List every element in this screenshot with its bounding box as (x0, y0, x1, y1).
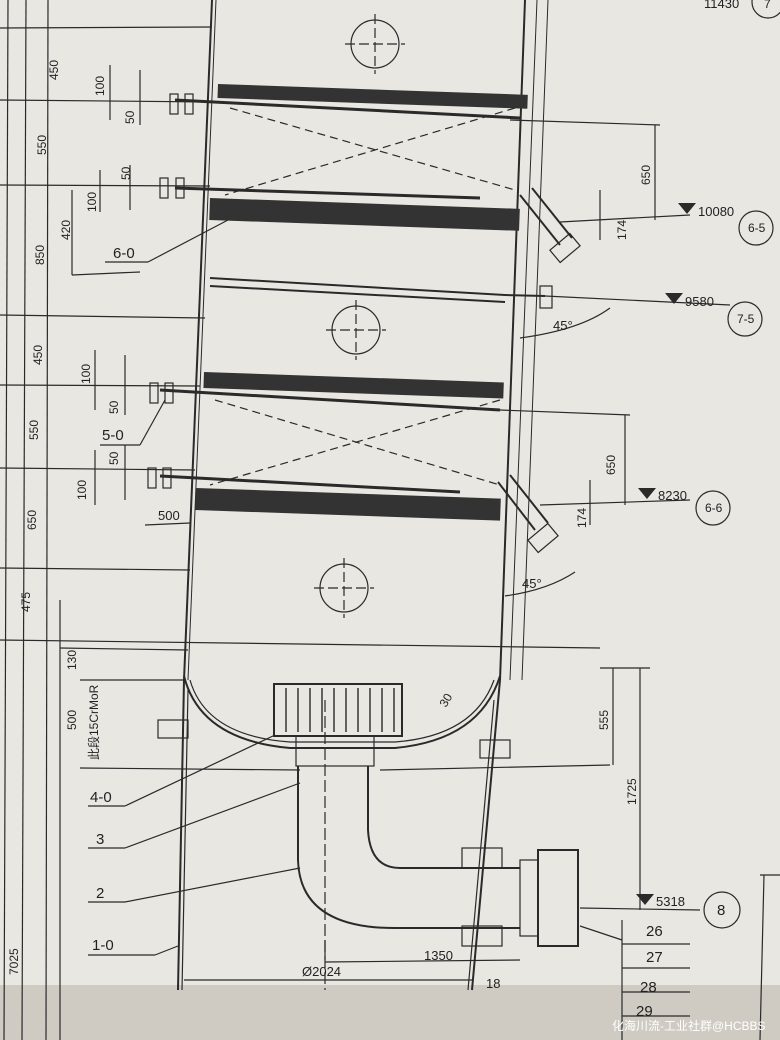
right-dim-555: 555 (597, 710, 611, 730)
paper-bottom-shadow (0, 985, 780, 1040)
left-dim-130: 130 (65, 650, 79, 670)
nozzle-dim-50-bottom: 50 (107, 451, 121, 465)
elev-marker-5318 (636, 894, 654, 905)
elevation-markers (636, 203, 696, 905)
nozzle-dim-50-mid: 50 (119, 166, 133, 180)
dim-1350: 1350 (424, 948, 453, 963)
nozzle-dim-100-lower: 100 (79, 364, 93, 384)
part-label-4-0: 4-0 (90, 789, 112, 806)
left-dim-650: 650 (25, 510, 39, 530)
diameter-dim: Ø2024 (302, 964, 341, 979)
left-dim-450a: 450 (47, 60, 61, 80)
left-dim-450b: 450 (31, 345, 45, 365)
left-dim-7025: 7025 (7, 948, 21, 975)
table-row-29: 29 (636, 1003, 653, 1020)
tag-6-6: 6-6 (705, 501, 723, 515)
elev-marker-8230 (638, 488, 656, 499)
elevation-top: 11430 (704, 0, 739, 11)
table-row-26: 26 (646, 923, 663, 940)
material-note: 此段15CrMoR (86, 684, 101, 760)
nozzle-dim-100-bottom: 100 (75, 480, 89, 500)
tag-7-5: 7-5 (737, 312, 755, 326)
angle-30: 30 (436, 691, 455, 710)
tag-8: 8 (717, 902, 725, 919)
left-dim-850: 850 (33, 245, 47, 265)
part-label-3: 3 (96, 831, 104, 848)
table-row-28: 28 (640, 979, 657, 996)
elevation-9580: 9580 (685, 294, 714, 309)
nozzle-dim-100-mid: 100 (85, 192, 99, 212)
elevation-10080: 10080 (698, 204, 734, 219)
elev-marker-10080 (678, 203, 696, 214)
angle-45-lower: 45° (522, 576, 542, 591)
right-dim-174-upper: 174 (615, 220, 629, 240)
part-label-1-0: 1-0 (92, 937, 114, 954)
nozzle-dim-500: 500 (158, 508, 180, 523)
nozzle-dim-100-upper: 100 (93, 76, 107, 96)
nozzle-dim-420: 420 (59, 220, 73, 240)
part-label-2: 2 (96, 885, 104, 902)
packing-beds (195, 84, 528, 521)
elevation-8230: 8230 (658, 488, 687, 503)
right-dim-1725: 1725 (625, 778, 639, 805)
nozzle-dim-50-lower: 50 (107, 400, 121, 414)
table-row-27: 27 (646, 949, 663, 966)
right-dim-650-lower: 650 (604, 455, 618, 475)
left-dim-550a: 550 (35, 135, 49, 155)
tag-6-5: 6-5 (748, 221, 766, 235)
nozzle-dim-50-upper: 50 (123, 110, 137, 124)
dim-18: 18 (486, 976, 500, 991)
elev-marker-9580 (665, 293, 683, 304)
left-dim-500: 500 (65, 710, 79, 730)
part-label-5-0: 5-0 (102, 427, 124, 444)
elevation-5318: 5318 (656, 894, 685, 909)
outlet-strainer-bars (285, 688, 395, 732)
angle-45-upper: 45° (553, 318, 573, 333)
right-dim-650-upper: 650 (639, 165, 653, 185)
tag-7: 7 (764, 0, 771, 11)
part-label-6-0: 6-0 (113, 245, 135, 262)
left-dim-550b: 550 (27, 420, 41, 440)
watermark: 化海川流-工业社群@HCBBS (612, 1018, 766, 1033)
right-dim-174-lower: 174 (575, 508, 589, 528)
left-dim-475: 475 (19, 592, 33, 612)
